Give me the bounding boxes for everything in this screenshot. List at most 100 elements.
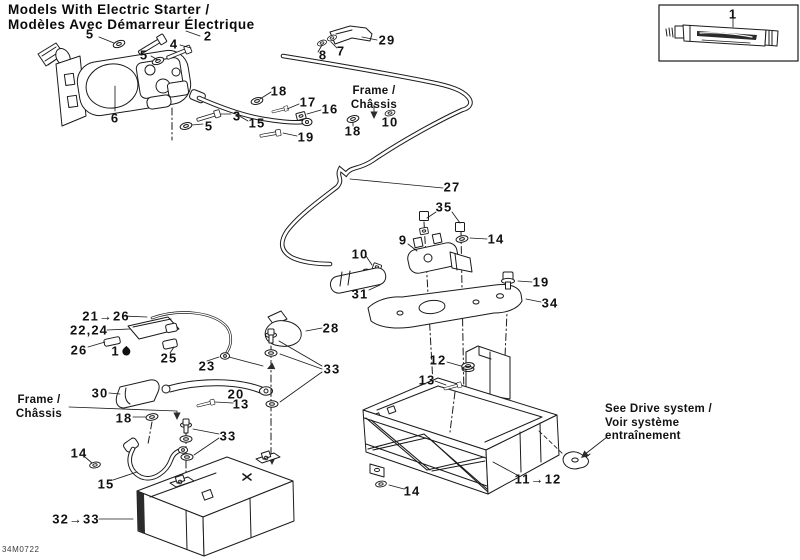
part-number: 35: [435, 199, 453, 215]
part-label-5: 5: [86, 27, 94, 42]
cable-bracket-drawing: [316, 25, 373, 48]
part-label-11-12: 11→12: [515, 472, 562, 487]
part-label-8: 8: [319, 48, 327, 63]
part-number: 21→26: [82, 308, 130, 324]
part-label-16: 16: [322, 102, 339, 117]
part-number: 33: [219, 428, 237, 444]
part-label-10: 10: [352, 247, 369, 262]
part-number: 25: [160, 350, 178, 366]
part-number: 28: [322, 320, 340, 336]
annotation-line: Châssis: [350, 98, 398, 111]
part-label-14: 14: [488, 232, 505, 247]
part-label-7: 7: [337, 44, 345, 59]
part-number: 13: [418, 372, 436, 388]
part-number: 8: [318, 47, 328, 63]
part-number: 22,24: [69, 322, 109, 338]
part-number: 12: [429, 352, 447, 368]
part-label-13: 13: [419, 373, 436, 388]
part-number: 19: [297, 129, 315, 145]
part-number: 15: [248, 115, 266, 131]
part-number: 20: [227, 386, 245, 402]
part-label-14: 14: [404, 484, 421, 499]
part-label-35: 35: [436, 200, 453, 215]
part-label-5: 5: [205, 119, 213, 134]
part-label-13: 13: [233, 397, 250, 412]
part-number: 5: [85, 26, 95, 42]
part-number: 14: [487, 231, 505, 247]
annotation-line: Châssis: [15, 407, 63, 420]
part-label-25: 25: [161, 351, 178, 366]
part-number: 23: [198, 358, 216, 374]
part-number: 18: [344, 123, 362, 139]
part-label-23: 23: [199, 359, 216, 374]
part-label-5: 5: [140, 48, 148, 63]
grease-droplet-icon: [121, 345, 133, 357]
part-number: 6: [110, 110, 120, 126]
part-label-12: 12: [430, 353, 447, 368]
leader-lines: [68, 30, 608, 520]
part-label-1: 1: [729, 7, 737, 22]
part-label-9: 9: [399, 233, 407, 248]
part-number: 10: [381, 114, 399, 130]
annotation-frame-reference-top: Frame /Châssis: [351, 85, 397, 112]
holddown-rod-drawing: [161, 328, 279, 465]
part-label-6: 6: [111, 111, 119, 126]
part-number: 19: [532, 274, 550, 290]
annotation-line: entraînement: [605, 430, 681, 443]
part-label-33: 33: [220, 429, 237, 444]
part-number: 5: [204, 118, 214, 134]
part-label-22-24: 22,24: [70, 323, 108, 338]
part-number: 9: [398, 232, 408, 248]
page-title-en: Models With Electric Starter /: [8, 2, 210, 17]
part-number: 5: [139, 47, 149, 63]
starter-motor-drawing: [37, 42, 192, 141]
part-number: 17: [299, 94, 317, 110]
part-number: 2: [203, 28, 213, 44]
part-number: 26: [70, 342, 88, 358]
part-number: 30: [91, 385, 109, 401]
part-label-27: 27: [444, 180, 461, 195]
part-label-18: 18: [271, 84, 288, 99]
battery-tray-drawing: [362, 345, 560, 495]
part-label-15: 15: [249, 116, 266, 131]
part-label-32-33: 32→33: [52, 512, 99, 527]
grease-tube-inset-drawing: [658, 4, 799, 62]
part-label-18: 18: [116, 411, 133, 426]
part-label-33: 33: [324, 362, 341, 377]
part-number: 16: [321, 101, 339, 117]
page-title: Models With Electric Starter / Modèles A…: [8, 2, 255, 32]
part-number: 3: [232, 108, 242, 124]
annotation-line: Frame /: [17, 394, 61, 406]
part-label-19: 19: [533, 275, 550, 290]
part-label-18: 18: [345, 124, 362, 139]
annotation-line: See Drive system /: [605, 403, 713, 415]
part-number: 18: [115, 410, 133, 426]
module-drawing: [103, 311, 233, 360]
part-label-15: 15: [98, 477, 115, 492]
part-number: 32→33: [52, 511, 100, 527]
battery-cable-27-drawing: [279, 53, 473, 267]
part-number: 7: [336, 43, 346, 59]
part-number: 10: [351, 246, 369, 262]
part-number: 14: [403, 483, 421, 499]
part-label-31: 31: [352, 287, 369, 302]
part-label-3: 3: [233, 109, 241, 124]
part-number: 1: [111, 343, 120, 359]
part-label-17: 17: [300, 95, 317, 110]
part-number: 4: [169, 36, 179, 52]
annotation-line: Frame /: [352, 85, 396, 97]
battery-drawing: [136, 450, 295, 557]
part-number: 29: [378, 32, 396, 48]
part-number: 13: [232, 396, 250, 412]
part-number: 14: [70, 445, 88, 461]
part-number: 34: [541, 295, 559, 311]
starter-cable-upper-drawing: [189, 89, 397, 140]
solenoid-bracket-drawing: [367, 271, 523, 447]
part-label-34: 34: [542, 296, 559, 311]
part-label-4: 4: [170, 37, 178, 52]
part-number: 33: [323, 361, 341, 377]
annotation-frame-reference-bottom: Frame /Châssis: [16, 394, 62, 421]
part-label-20: 20: [228, 387, 245, 402]
part-label-28: 28: [323, 321, 340, 336]
